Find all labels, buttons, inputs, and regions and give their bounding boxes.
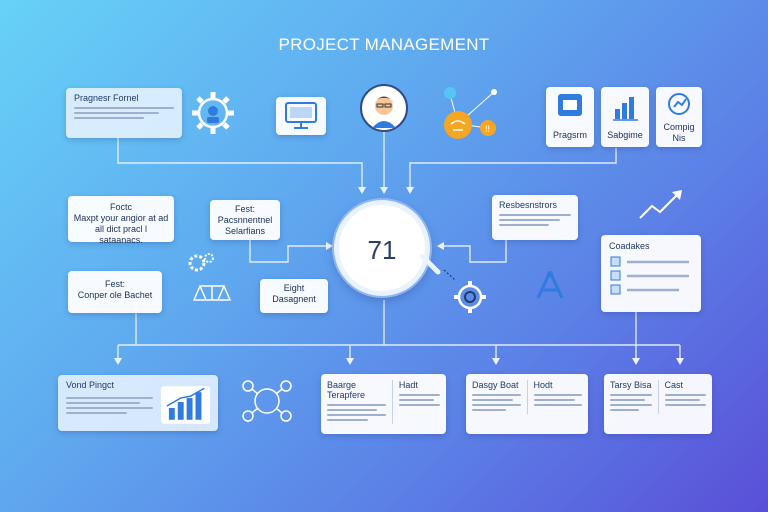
bottom-left-card: Vond Pingct [58,375,218,431]
top-right-card-1: Pragsrm [546,87,594,147]
gears-icon [188,253,214,272]
card-heading: Resbesnstrors [499,200,558,210]
resources-card: Resbesnstrors [492,195,578,240]
card-heading: Coadakes [609,241,650,251]
card-label: Pragsrm [552,130,587,140]
team-network-icon: !! [444,87,497,139]
monitor-card [276,97,326,135]
avatar [360,84,408,132]
left-card-1: Foctc Maxpt your angior at ad all dict p… [68,196,174,245]
page-title: PROJECT MANAGEMENT [278,35,490,54]
gear-robot-icon [192,92,234,134]
card-line: Dasagnent [272,294,316,304]
checklist-card: Coadakes [601,235,701,312]
card-label: Compig Nis [663,122,695,143]
trend-arrow-icon [639,190,682,219]
card-line: Fest: [234,204,255,214]
card-heading: Vond Pingct [66,380,115,390]
card-line: Fest: [104,279,125,289]
hub-handle [420,254,441,275]
tasks-icon [558,94,582,116]
growth-chart-icon [160,386,210,424]
column-heading: Cast [664,380,684,390]
monitor-icon [285,102,317,129]
card-line: Eight [283,283,305,293]
top-right-card-2: Sabgime [601,87,649,147]
card-line: Pacsnnentnel [217,215,273,225]
card-label: Sabgime [607,130,643,140]
bottom-card-3: Tarsy Bisa Cast [604,374,712,434]
card-line: Maxpt your angior at ad [73,213,169,223]
inner-card-1: Fest: Pacsnnentnel Selarfians [210,200,280,240]
gear-icon [454,281,486,313]
bottom-card-2: Dasgy Boat Hodt [466,374,588,434]
checklist-icon [610,256,689,295]
tool-icon [536,271,564,299]
card-line: Foctc [109,202,132,212]
bottom-card-1: Baarge Terapfere Hadt [321,374,446,434]
card-heading: Pragnesr Fornel [74,93,139,103]
card-line: Conper ole Bachet [77,290,153,300]
column-heading: Tarsy Bisa [610,380,652,390]
card-line: Selarfians [224,226,266,236]
inner-card-2: Eight Dasagnent [260,279,328,313]
column-heading: Baarge Terapfere [327,380,366,400]
structure-icon [192,285,232,301]
top-left-card: Pragnesr Fornel [66,88,182,138]
column-heading: Hodt [533,380,553,390]
column-heading: Hadt [398,380,418,390]
column-heading: Dasgy Boat [472,380,519,390]
network-icon [242,380,292,422]
central-hub: 71 [334,200,430,296]
svg-text:!!: !! [485,124,490,134]
bar-chart-icon [613,97,638,121]
top-right-card-3: Compig Nis [656,87,702,147]
card-line: all dict pracl l sataanacs. [94,224,148,245]
hub-value: 71 [367,235,397,265]
progress-icon [668,93,690,115]
left-card-2: Fest: Conper ole Bachet [68,271,162,313]
